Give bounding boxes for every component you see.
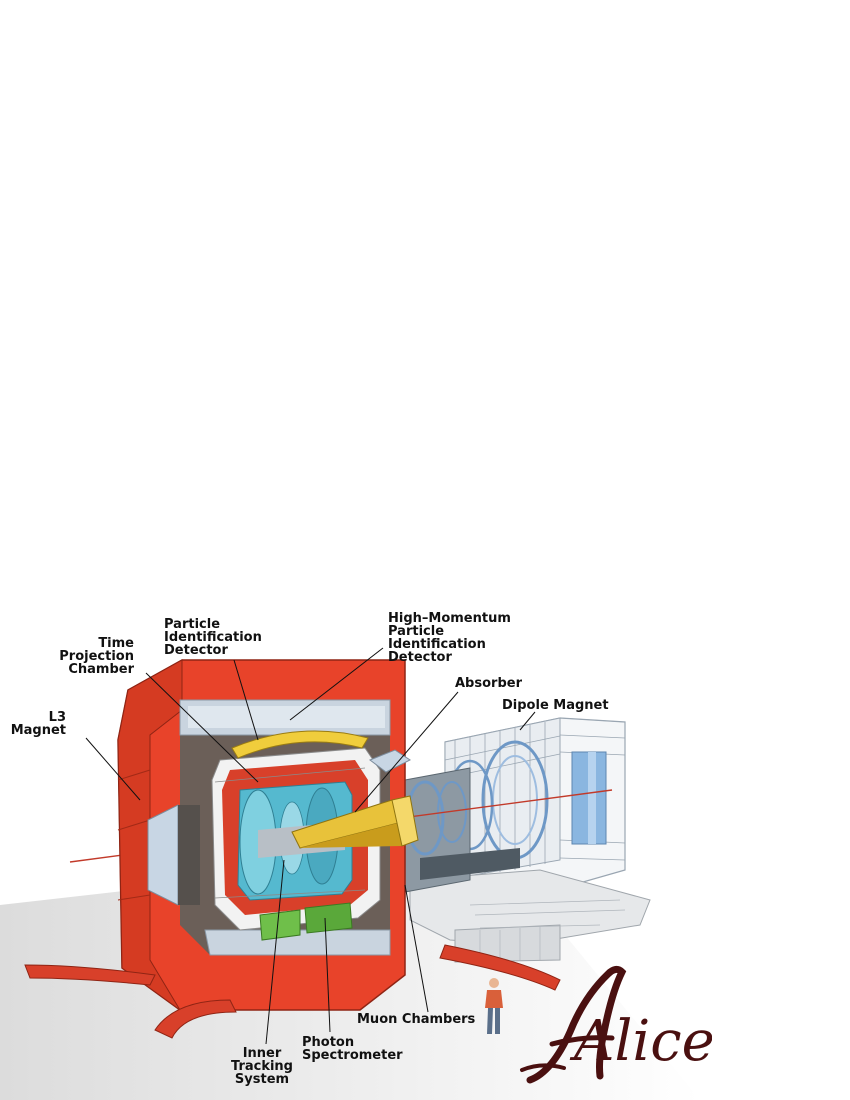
label-high-momentum-pid: High–Momentum Particle Identification De…	[388, 612, 511, 664]
leader-lines	[85, 647, 536, 1045]
person-scale-figure	[485, 978, 503, 1034]
alice-logo-text: Alice	[569, 1009, 712, 1074]
label-line: Muon Chambers	[357, 1012, 476, 1027]
label-line: Detector	[388, 650, 452, 665]
label-line: Time	[98, 636, 134, 651]
label-line: Particle	[164, 617, 221, 632]
label-line: Identification	[388, 637, 486, 652]
label-line: L3	[48, 710, 66, 725]
label-line: Particle	[388, 624, 445, 639]
label-line: Tracking	[231, 1059, 293, 1074]
support-rails	[24, 944, 561, 1039]
label-photon-spectrometer: Photon Spectrometer	[302, 1036, 403, 1062]
label-line: Absorber	[455, 676, 522, 691]
label-particle-identification-detector: Particle Identification Detector	[164, 618, 262, 657]
label-l3-magnet: L3 Magnet	[8, 711, 66, 737]
alice-logo: Alice	[520, 965, 712, 1084]
label-dipole-magnet: Dipole Magnet	[502, 699, 609, 712]
label-line: Projection	[59, 649, 134, 664]
label-line: Photon	[302, 1035, 355, 1050]
label-line: Inner	[242, 1046, 282, 1061]
dipole-magnet	[444, 717, 626, 901]
label-time-projection-chamber: Time Projection Chamber	[56, 637, 134, 676]
label-line: Magnet	[10, 723, 66, 738]
label-line: Detector	[164, 643, 228, 658]
label-muon-chambers: Muon Chambers	[357, 1013, 475, 1026]
label-line: Dipole Magnet	[502, 698, 609, 713]
label-line: High–Momentum	[388, 611, 511, 626]
label-line: Identification	[164, 630, 262, 645]
label-absorber: Absorber	[455, 677, 522, 690]
label-line: Spectrometer	[302, 1048, 403, 1063]
label-line: System	[234, 1072, 290, 1087]
label-inner-tracking-system: Inner Tracking System	[222, 1047, 302, 1086]
front-absorber	[291, 749, 419, 849]
label-line: Chamber	[68, 662, 134, 677]
